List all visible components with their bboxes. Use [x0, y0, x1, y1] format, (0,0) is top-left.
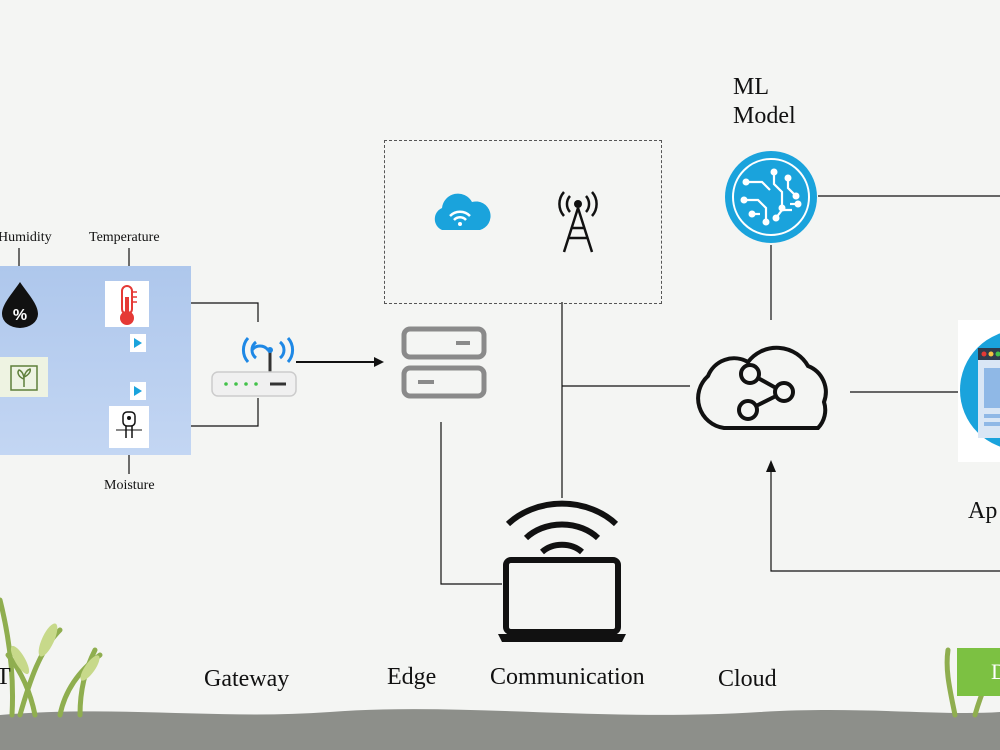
ground	[0, 709, 1000, 750]
thermometer-icon	[120, 285, 137, 325]
sensor-chip-icon	[130, 334, 146, 352]
app-label: Ap	[968, 498, 998, 524]
ml-model-label-line2: Model	[733, 103, 796, 129]
plant-icon	[10, 365, 38, 391]
connector-app-cloud-return	[770, 470, 1000, 572]
grass-leaves-left	[10, 623, 100, 681]
svg-text:%: %	[13, 307, 27, 324]
laptop-wireless-icon	[498, 500, 626, 642]
moisture-label: Moisture	[104, 478, 155, 493]
arrow-head-gateway-edge	[374, 357, 384, 367]
sensor-chip-icon	[130, 382, 146, 400]
connector-edge-laptop	[440, 422, 502, 585]
communication-layer-label: Communication	[490, 664, 645, 690]
server-icon	[401, 326, 487, 399]
ml-model-icon	[725, 151, 817, 243]
moisture-tile	[109, 406, 149, 448]
moisture-sensor-icon	[116, 411, 142, 438]
communication-box	[384, 140, 662, 304]
app-icon	[958, 320, 1000, 462]
humidity-icon: %	[2, 282, 38, 328]
iot-layer-label: T	[0, 664, 11, 690]
gateway-layer-label: Gateway	[204, 666, 290, 692]
cloud-wifi-icon	[434, 193, 491, 230]
radio-tower-icon	[558, 191, 598, 253]
cloud-layer-label: Cloud	[718, 666, 777, 692]
ml-model-label-line1: ML	[733, 74, 769, 100]
edge-layer-label: Edge	[387, 664, 437, 690]
cloud-share-icon	[696, 345, 828, 430]
humidity-label: Humidity	[0, 230, 52, 245]
router-icon	[211, 337, 297, 397]
next-button[interactable]: D	[957, 648, 1000, 696]
temperature-label: Temperature	[89, 230, 160, 245]
arrow-head-cloud-return	[766, 460, 776, 472]
